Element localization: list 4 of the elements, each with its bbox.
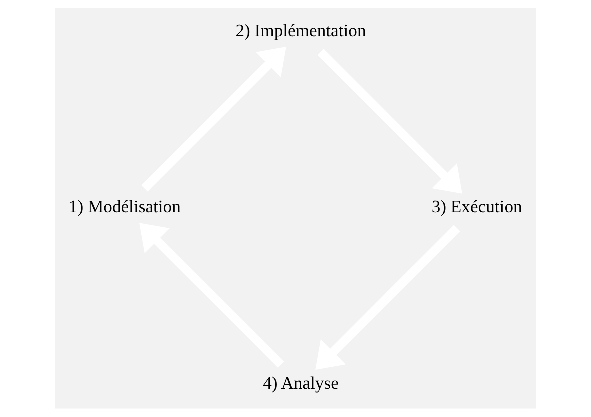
node-text: 1) Modélisation (68, 196, 181, 217)
node-text: 2) Implémentation (236, 20, 366, 41)
node-text: 3) Exécution (432, 196, 522, 217)
node-text: 4) Analyse (263, 372, 339, 393)
